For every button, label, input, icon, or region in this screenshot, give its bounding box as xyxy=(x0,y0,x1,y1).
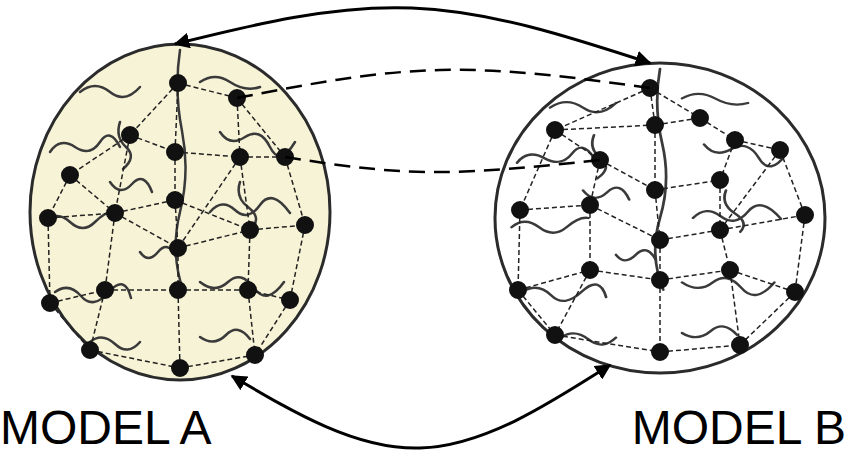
brain-outline xyxy=(30,44,330,380)
brain-gyri xyxy=(512,69,787,345)
brain-b xyxy=(495,63,825,373)
exchange-arrow xyxy=(232,365,610,448)
network-dots xyxy=(509,79,814,361)
brain-model: MODEL B xyxy=(490,63,846,452)
network-links xyxy=(48,83,305,368)
exchange-arrow xyxy=(175,8,650,63)
correspondence-line xyxy=(237,70,650,98)
model-label: MODEL A xyxy=(0,404,212,452)
brain-a xyxy=(30,44,330,380)
brain-outline xyxy=(495,63,825,373)
network-dots xyxy=(39,74,314,377)
brain-model: MODEL A xyxy=(0,44,340,452)
model-label: MODEL B xyxy=(632,404,846,452)
correspondence-line xyxy=(285,157,600,172)
